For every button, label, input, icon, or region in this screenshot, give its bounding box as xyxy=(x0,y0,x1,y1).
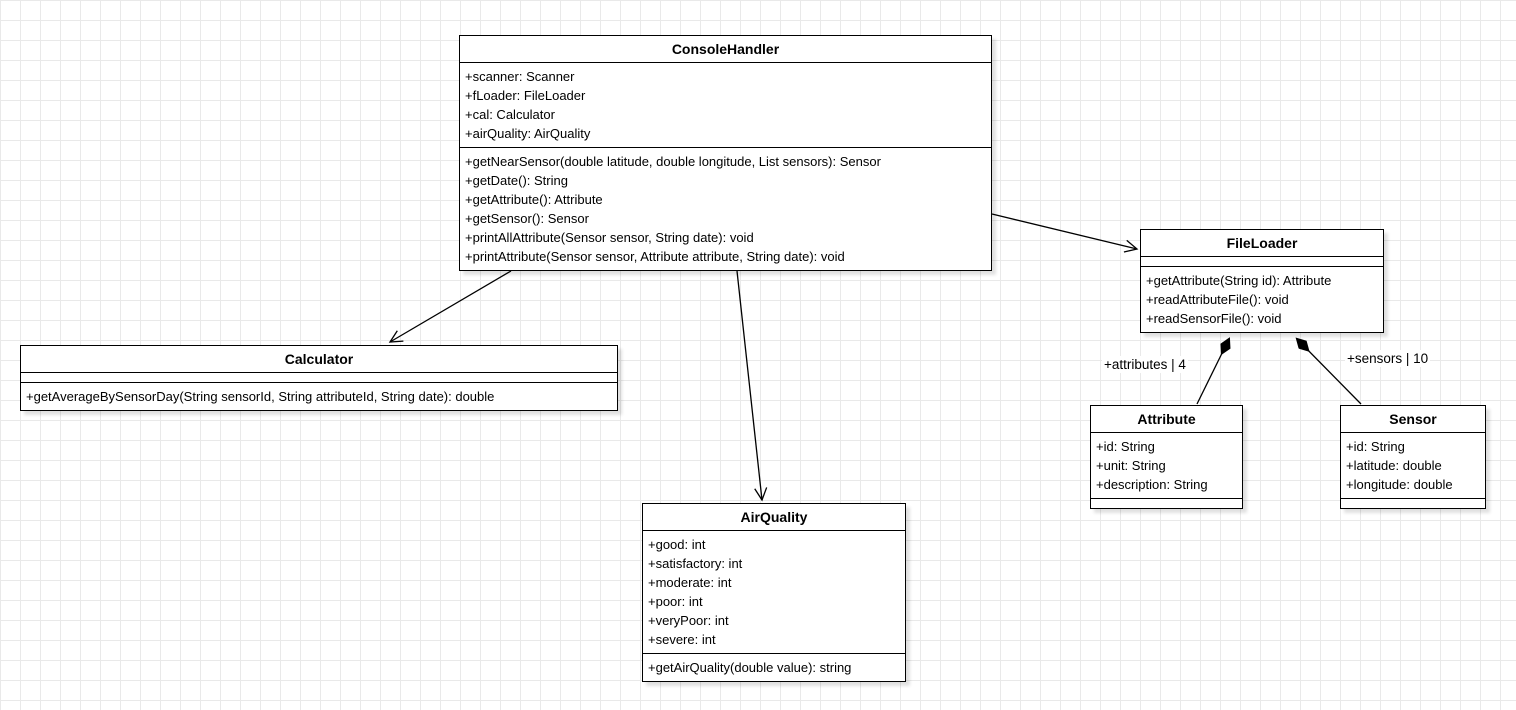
member-row: +veryPoor: int xyxy=(648,613,729,628)
class-sensor[interactable]: Sensor +id: String +latitude: double +long… xyxy=(1340,405,1486,509)
member-row: +unit: String xyxy=(1096,458,1166,473)
class-attributes-section-empty xyxy=(21,373,617,382)
member-row: +getSensor(): Sensor xyxy=(465,211,589,226)
member-row: +getAttribute(String id): Attribute xyxy=(1146,273,1332,288)
class-attributes-section-empty xyxy=(1141,257,1383,266)
class-methods-section: +getAttribute(String id): Attribute +read… xyxy=(1141,266,1383,332)
member-row: +id: String xyxy=(1096,439,1155,454)
class-methods-section: +getNearSensor(double latitude, double l… xyxy=(460,147,991,270)
member-row: +getAverageBySensorDay(String sensorId, … xyxy=(26,389,495,404)
class-methods-section: +getAirQuality(double value): string xyxy=(643,653,905,681)
member-row: +id: String xyxy=(1346,439,1405,454)
class-attribute[interactable]: Attribute +id: String +unit: String +descr… xyxy=(1090,405,1243,509)
edge-label-sensors-multiplicity[interactable]: +sensors | 10 xyxy=(1345,350,1431,367)
edge-fileloader-attribute-composition[interactable] xyxy=(1196,339,1229,405)
member-row: +airQuality: AirQuality xyxy=(465,126,591,141)
member-row: +scanner: Scanner xyxy=(465,69,575,84)
class-airquality[interactable]: AirQuality +good: int+satisfactory: int+… xyxy=(642,503,906,682)
edge-consolehandler-calculator[interactable] xyxy=(388,270,512,343)
class-fileloader[interactable]: FileLoader +getAttribute(String id): Att… xyxy=(1140,229,1384,333)
member-row: +cal: Calculator xyxy=(465,107,555,122)
class-methods-section-empty xyxy=(1091,498,1242,508)
member-row: +printAllAttribute(Sensor sensor, String… xyxy=(465,230,754,245)
member-row: +satisfactory: int xyxy=(648,556,743,571)
edge-fileloader-sensor-composition[interactable] xyxy=(1297,339,1362,405)
class-title: Sensor xyxy=(1341,406,1485,433)
member-row: +good: int xyxy=(648,537,706,552)
class-attributes-section: +id: String +latitude: double +longitude: … xyxy=(1341,433,1485,498)
member-row: +readSensorFile(): void xyxy=(1146,311,1282,326)
class-methods-section: +getAverageBySensorDay(String sensorId, … xyxy=(21,382,617,410)
member-row: +longitude: double xyxy=(1346,477,1453,492)
class-title: Calculator xyxy=(21,346,617,373)
member-row: +readAttributeFile(): void xyxy=(1146,292,1289,307)
member-row: +fLoader: FileLoader xyxy=(465,88,586,103)
class-methods-section-empty xyxy=(1341,498,1485,508)
class-title: Attribute xyxy=(1091,406,1242,433)
class-attributes-section: +scanner: Scanner +fLoader: FileLoader +ca… xyxy=(460,63,991,147)
member-row: +printAttribute(Sensor sensor, Attribute… xyxy=(465,249,845,264)
class-attributes-section: +good: int +satisfactory: int +moderate: i… xyxy=(643,531,905,653)
edge-consolehandler-airquality[interactable] xyxy=(736,270,768,502)
class-attributes-section: +id: String +unit: String +description: St… xyxy=(1091,433,1242,498)
member-row: +getDate(): String xyxy=(465,173,568,188)
edge-consolehandler-fileloader[interactable] xyxy=(991,213,1139,253)
class-title: FileLoader xyxy=(1141,230,1383,257)
member-row: +getAirQuality(double value): string xyxy=(648,660,852,675)
member-row: +latitude: double xyxy=(1346,458,1442,473)
class-title: ConsoleHandler xyxy=(460,36,991,63)
member-row: +description: String xyxy=(1096,477,1208,492)
member-row: +getNearSensor(double latitude, double l… xyxy=(465,154,881,169)
class-title: AirQuality xyxy=(643,504,905,531)
class-calculator[interactable]: Calculator +getAverageBySensorDay(String… xyxy=(20,345,618,411)
class-consolehandler[interactable]: ConsoleHandler +scanner: Scanner +fLoader… xyxy=(459,35,992,271)
member-row: +getAttribute(): Attribute xyxy=(465,192,603,207)
edge-label-attributes-multiplicity[interactable]: +attributes | 4 xyxy=(1102,356,1188,373)
member-row: +moderate: int xyxy=(648,575,732,590)
member-row: +poor: int xyxy=(648,594,703,609)
member-row: +severe: int xyxy=(648,632,716,647)
